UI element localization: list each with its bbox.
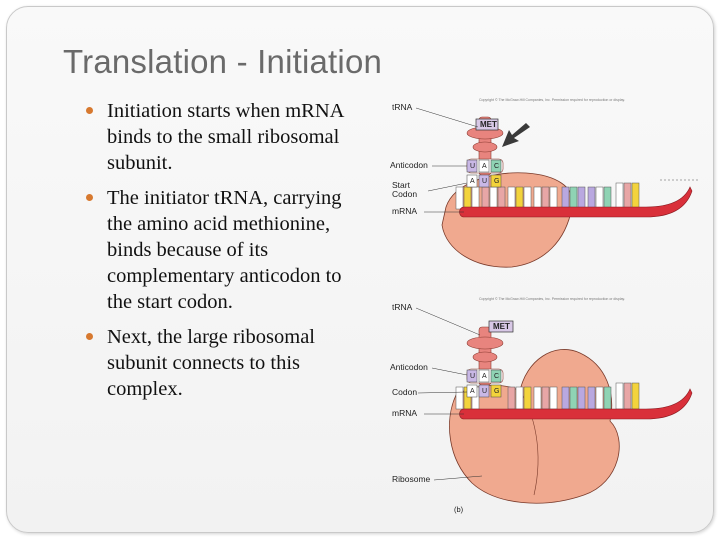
figure-drawing xyxy=(415,107,698,504)
anticodon-letter: U xyxy=(470,163,476,170)
start-codon-label-line2: Codon xyxy=(392,189,418,199)
anticodon-letter: C xyxy=(494,373,500,380)
anticodon-letter: C xyxy=(494,163,500,170)
bullet-text: Initiation starts when mRNA binds to the… xyxy=(107,100,344,174)
mrna-label: mRNA xyxy=(392,206,418,216)
anticodon-letter: A xyxy=(482,373,487,380)
codon-letter: U xyxy=(482,178,488,185)
pointer-arrow-icon xyxy=(502,123,530,147)
bullet-item: Next, the large ribosomal subunit connec… xyxy=(85,324,370,402)
trna-label-bottom: tRNA xyxy=(392,302,413,312)
bottom-panel xyxy=(415,307,693,504)
ribosome-label: Ribosome xyxy=(392,474,431,484)
slide-title: Translation - Initiation xyxy=(63,43,383,80)
anticodon-letter: A xyxy=(482,163,487,170)
bullet-dot-icon xyxy=(86,333,93,340)
anticodon-letter: U xyxy=(470,373,476,380)
slide: Translation - Initiation Initiation star… xyxy=(6,6,714,533)
panel-label: (b) xyxy=(454,505,464,514)
start-codon-label-line1: Start xyxy=(392,180,410,190)
mrna-strand-bottom xyxy=(459,388,693,420)
bullet-text: Next, the large ribosomal subunit connec… xyxy=(107,326,315,400)
codon-label-bottom: Codon xyxy=(392,387,418,397)
top-panel xyxy=(415,107,698,268)
codon-letter: A xyxy=(470,388,475,395)
codon-letter: A xyxy=(470,178,475,185)
met-amino-acid-box-bottom xyxy=(488,320,514,333)
bullet-dot-icon xyxy=(86,107,93,114)
codon-letter: G xyxy=(494,388,500,395)
copyright-notice-bottom: Copyright © The McGraw-Hill Companies, I… xyxy=(479,297,626,301)
trna-label: tRNA xyxy=(392,102,413,112)
anticodon-label-bottom: Anticodon xyxy=(390,362,428,372)
bullet-dot-icon xyxy=(86,194,93,201)
bullet-text: The initiator tRNA, carrying the amino a… xyxy=(107,187,342,313)
mrna-label-bottom: mRNA xyxy=(392,408,418,418)
met-label-bottom: MET xyxy=(493,322,510,331)
bullet-item: The initiator tRNA, carrying the amino a… xyxy=(85,185,370,315)
copyright-notice-top: Copyright © The McGraw-Hill Companies, I… xyxy=(479,98,626,102)
translation-initiation-figure: Copyright © The McGraw-Hill Companies, I… xyxy=(384,91,704,521)
met-amino-acid-box xyxy=(475,118,499,131)
mrna-strand xyxy=(459,186,693,218)
met-label: MET xyxy=(480,120,497,129)
bullet-list: Initiation starts when mRNA binds to the… xyxy=(85,98,370,411)
codon-letter: G xyxy=(494,178,500,185)
mrna-codon-bars-bottom xyxy=(455,382,640,410)
anticodon-label: Anticodon xyxy=(390,160,428,170)
codon-letter: U xyxy=(482,388,488,395)
bullet-item: Initiation starts when mRNA binds to the… xyxy=(85,98,370,176)
